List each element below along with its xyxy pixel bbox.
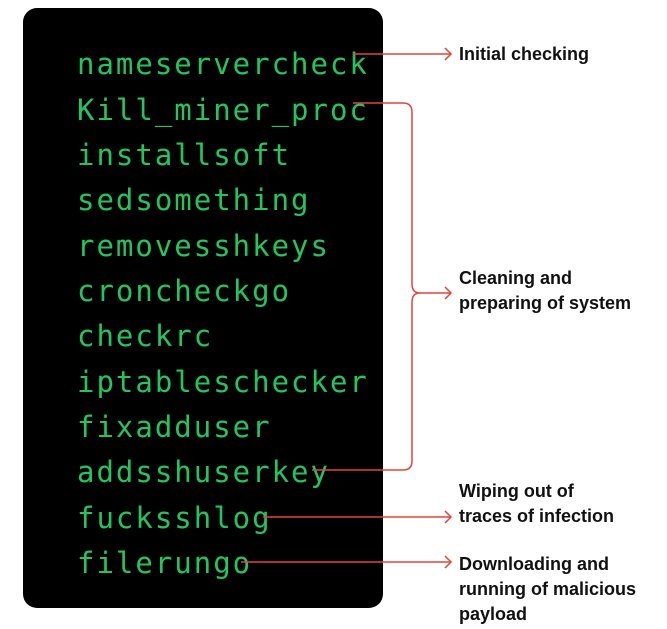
- stage-label-cleaning: Cleaning and preparing of system: [459, 268, 632, 313]
- command-filerungo: filerungo: [77, 546, 253, 580]
- arrow-initial-checking: [353, 47, 453, 61]
- terminal-panel: nameservercheck Kill_miner_proc installs…: [23, 8, 383, 608]
- bracket-cleaning: [312, 102, 453, 471]
- command-fucksshlog: fucksshlog: [77, 501, 272, 535]
- stage-label-initial-checking: Initial checking: [459, 44, 590, 64]
- command-sedsomething: sedsomething: [77, 183, 311, 217]
- command-removesshkeys: removesshkeys: [77, 229, 330, 263]
- arrow-downloading-payload: [241, 555, 453, 569]
- command-croncheckgo: croncheckgo: [77, 274, 292, 308]
- command-addsshuserkey: addsshuserkey: [77, 455, 330, 489]
- command-fixadduser: fixadduser: [77, 410, 272, 444]
- command-nameservercheck: nameservercheck: [77, 47, 369, 81]
- command-checkrc: checkrc: [77, 319, 214, 353]
- command-kill-miner-proc: Kill_miner_proc: [77, 93, 369, 127]
- command-iptableschecker: iptableschecker: [77, 365, 369, 399]
- command-installsoft: installsoft: [77, 138, 292, 172]
- stage-label-downloading: Downloading and running of malicious pay…: [459, 554, 637, 624]
- arrow-wiping-traces: [263, 510, 453, 524]
- stage-label-wiping: Wiping out of traces of infection: [459, 481, 615, 526]
